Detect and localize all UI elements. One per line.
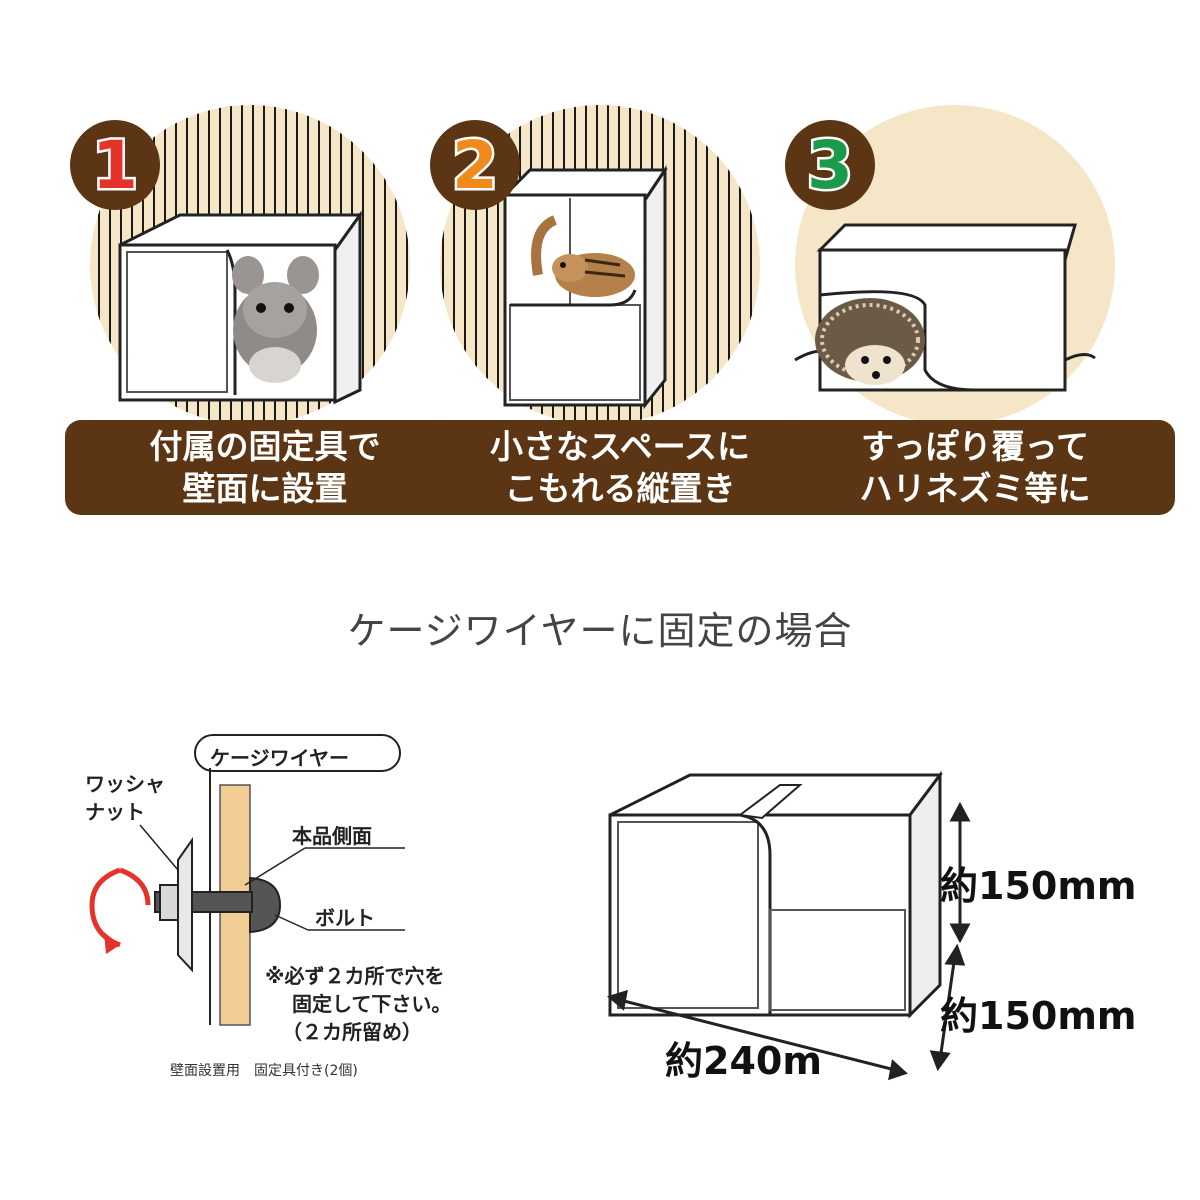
fixing-diagram-drawing [89, 734, 405, 1026]
box-cover [794, 223, 1096, 392]
washer [177, 836, 193, 973]
washer-label: ワッシャ [85, 772, 165, 796]
bolt-head [249, 876, 282, 934]
panel-2-caption-line1: 小さなスペースに [489, 427, 751, 466]
box-wall-mounted [118, 210, 363, 405]
side-label: 本品側面 [292, 824, 372, 848]
height-arrows [929, 801, 971, 1072]
nut-label: ナット [85, 800, 145, 824]
panel-3-caption: すっぽり覆って ハリネズミ等に [775, 420, 1175, 515]
chipmunk-image [531, 215, 635, 297]
width-label: 約240m [665, 1039, 822, 1083]
panel-3-caption-line2: ハリネズミ等に [859, 469, 1091, 508]
badge-3 [785, 120, 875, 210]
cage-wire-label-box [194, 734, 401, 772]
panel-1-caption-line1: 付属の固定具で [149, 427, 381, 466]
panel-3-illustration: 3 [785, 105, 1115, 420]
note-line1: ※必ず２カ所で穴を [265, 964, 445, 988]
bolt-label: ボルト [315, 906, 375, 930]
panel-2-illustration: 2 [430, 105, 760, 420]
cage-wire-label: ケージワイヤー [210, 746, 349, 770]
panel-3-caption-line1: すっぽり覆って [860, 427, 1090, 466]
width-arrow [606, 989, 908, 1081]
badge-1-number: 1 [92, 127, 138, 204]
hedgehog-image [815, 298, 925, 385]
panel-1-illustration: 1 [70, 105, 410, 420]
panel-1-caption: 付属の固定具で 壁面に設置 [65, 420, 465, 515]
panel-2-caption: 小さなスペースに こもれる縦置き [420, 420, 820, 515]
panel-1-caption-line2: 壁面に設置 [182, 469, 348, 508]
dimension-box-drawing [606, 770, 971, 1081]
badge-3-number: 3 [807, 127, 853, 204]
panel-3: 3 すっぽり覆って ハリネズミ等に [775, 90, 1175, 530]
note-line2: 固定して下さい。 [292, 992, 452, 1016]
note-line3: （２カ所留め） [282, 1020, 422, 1044]
section-title: ケージワイヤーに固定の場合 [347, 609, 853, 653]
badge-2-number: 2 [452, 127, 498, 204]
panel-1: 1 付属の固定具で 壁面に設置 [65, 90, 465, 530]
height-bottom-label: 約150mm [940, 994, 1137, 1038]
badge-2 [430, 120, 520, 210]
height-top-label: 約150mm [940, 864, 1137, 908]
rotation-arrow-icon [89, 867, 151, 954]
dimension-diagram: 約150mm 約150mm 約240m [590, 760, 1170, 1090]
panel-2-caption-line2: こもれる縦置き [504, 469, 736, 508]
fixing-diagram: ケージワイヤー ワッシャ ナット 本品側面 ボルト ※必ず２カ所で穴を 固定して… [60, 720, 540, 1100]
fixing-footer: 壁面設置用 固定具付き(2個) [170, 1063, 358, 1079]
box-vertical [501, 165, 668, 410]
panel-2: 2 小さなスペースに こもれる縦置き [420, 90, 820, 530]
chinchilla-image [232, 256, 319, 383]
badge-1 [70, 120, 160, 210]
nut [159, 884, 179, 921]
